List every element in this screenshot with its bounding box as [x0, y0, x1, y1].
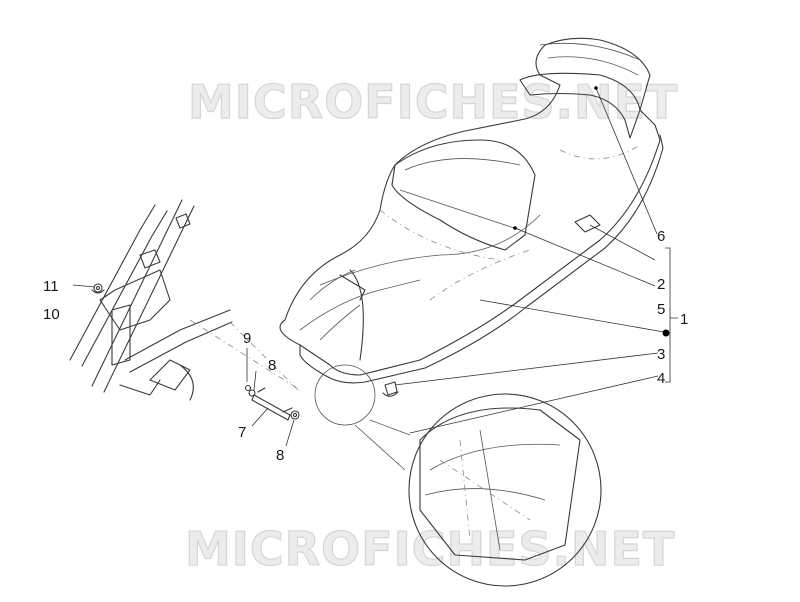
- callout-11: 11: [43, 278, 59, 295]
- callout-8a: 8: [268, 357, 276, 374]
- group-bracket: [665, 247, 678, 383]
- leader-lines: [72, 86, 670, 447]
- callout-8b: 8: [276, 447, 284, 464]
- hinge-drawing: [91, 283, 301, 421]
- callout-5: 5: [657, 301, 665, 318]
- reference-dot: [662, 329, 670, 337]
- callout-4: 4: [657, 370, 665, 387]
- watermark-top: MICROFICHES.NET: [188, 75, 678, 129]
- callout-1: 1: [680, 311, 688, 328]
- callout-9: 9: [243, 330, 251, 347]
- frame-drawing: [69, 199, 301, 401]
- callout-6: 6: [657, 228, 665, 245]
- callout-3: 3: [657, 346, 665, 363]
- callout-labels: 1 2 3 4 5 6 7 8 8 9 10 11: [43, 228, 688, 464]
- callout-10: 10: [43, 306, 60, 323]
- seat-drawing: [279, 37, 664, 397]
- callout-7: 7: [238, 424, 246, 441]
- watermark-bottom: MICROFICHES.NET: [185, 522, 675, 576]
- callout-2: 2: [657, 276, 665, 293]
